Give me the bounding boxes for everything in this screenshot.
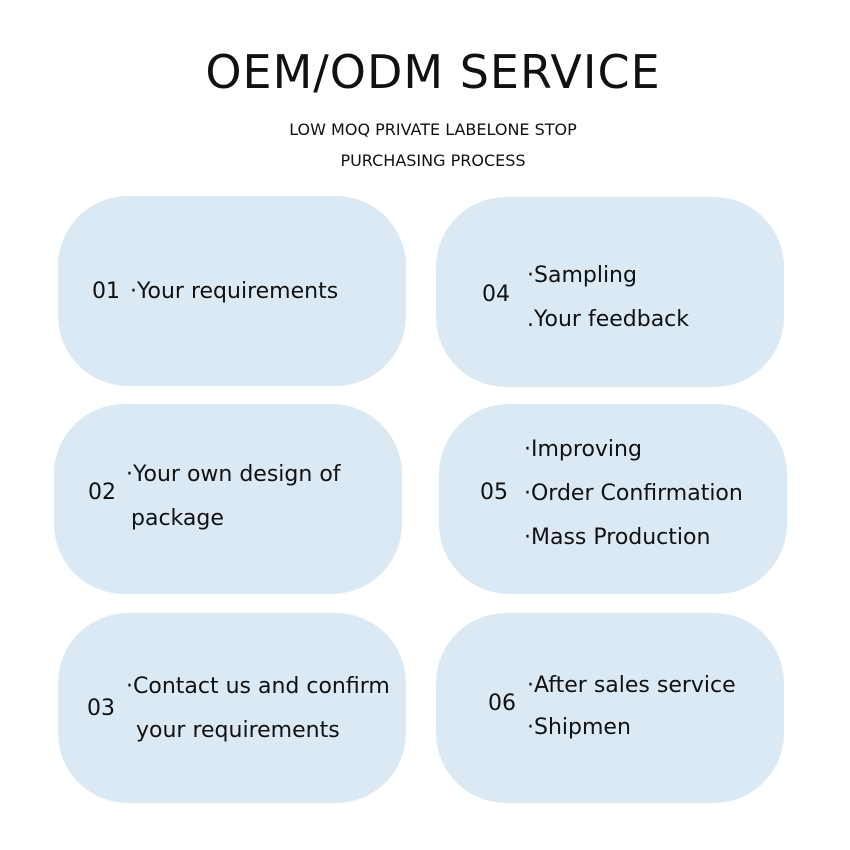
step-text: ·Contact us and confirm: [126, 674, 390, 699]
step-card-03: 03 ·Contact us and confirm your requirem…: [58, 613, 406, 803]
step-text: ·Your own design of: [126, 462, 341, 487]
step-text: your requirements: [136, 718, 340, 743]
step-text: ·After sales service: [527, 673, 736, 698]
step-number: 05: [480, 480, 508, 505]
step-text: ·Shipmen: [527, 715, 631, 740]
step-number: 01: [92, 279, 120, 304]
step-number: 06: [488, 691, 516, 716]
step-card-06: 06 ·After sales service ·Shipmen: [436, 613, 784, 803]
step-text: ·Your requirements: [130, 279, 339, 304]
step-card-02: 02 ·Your own design of package: [54, 404, 402, 594]
page-title: OEM/ODM SERVICE: [205, 45, 661, 99]
step-text: package: [131, 506, 224, 531]
step-text: ·Mass Production: [524, 525, 711, 550]
step-text: .Your feedback: [527, 307, 690, 332]
step-card-04: 04 ·Sampling .Your feedback: [436, 197, 784, 387]
subtitle-line-2: PURCHASING PROCESS: [340, 151, 526, 170]
step-card-01: 01 ·Your requirements: [58, 196, 406, 386]
step-text: ·Order Confirmation: [524, 481, 743, 506]
step-number: 02: [88, 480, 116, 505]
step-text: ·Improving: [524, 437, 642, 462]
step-card-05: 05 ·Improving ·Order Confirmation ·Mass …: [439, 404, 787, 594]
step-number: 03: [87, 696, 115, 721]
step-text: ·Sampling: [527, 263, 637, 288]
subtitle-line-1: LOW MOQ PRIVATE LABELONE STOP: [289, 120, 577, 139]
step-number: 04: [482, 282, 510, 307]
